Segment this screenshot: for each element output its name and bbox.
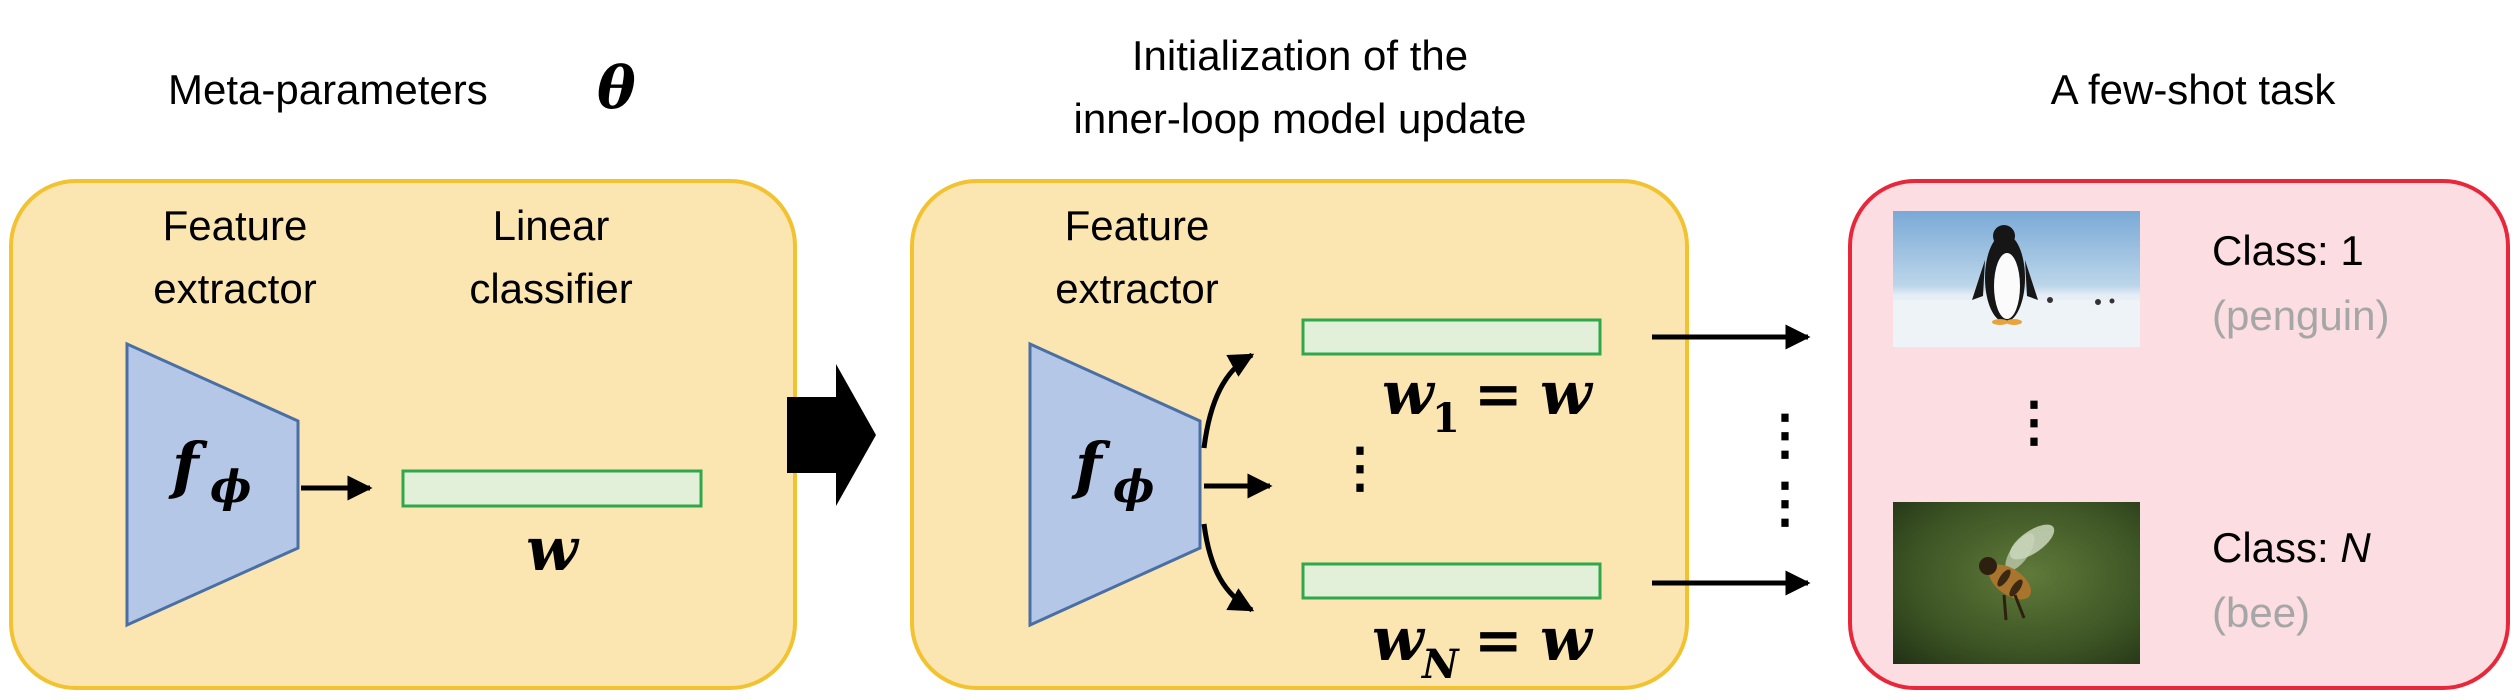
right-panel: A few-shot task [1848,66,2510,690]
class-bottom-value: N [2340,524,2371,571]
middle-panel-title-line1: Initialization of the [1132,32,1468,79]
linear-classifier-bar [401,469,703,508]
vertical-ellipsis-task: ⋮ [2007,389,2061,453]
feature-extractor-label-line1: Feature [1065,202,1210,249]
feature-extractor-label-line2: extractor [1055,265,1218,312]
class-top-name: (penguin) [2212,292,2389,339]
feature-extractor-label-line2: extractor [153,265,316,312]
eq-top-subscript: 1 [1432,395,1460,442]
eq-top-rhs: w [1540,359,1594,429]
classifier-bar-top [1301,318,1602,356]
penguin-photo-icon [1893,211,2140,347]
feature-extractor-trapezoid [1028,341,1202,628]
class-top-value: 1 [2340,227,2363,274]
linear-classifier-label-line1: Linear [493,202,610,249]
weight-symbol: w [526,515,580,585]
eq-bottom-weight: w [1372,605,1426,675]
classifier-bar-bottom [1301,562,1602,600]
vertical-ellipsis-middle: ⋮ [1333,435,1387,499]
bee-photo-icon [1893,502,2140,664]
branch-arrow-top [1201,352,1255,449]
class-bottom-prefix: Class: [2212,524,2340,571]
eq-bottom-subscript: N [1420,641,1460,688]
equation-wN: w N = w [1372,605,1594,688]
eq-bottom-sign: = [1474,606,1523,674]
class-bottom-label: Class: N [2212,524,2371,571]
linear-classifier-label-line2: classifier [469,265,632,312]
left-panel-title: Meta-parameters [168,66,488,113]
feature-extractor-label-line1: Feature [163,202,308,249]
class-top-prefix: Class: [2212,227,2340,274]
middle-panel-title-line2: inner-loop model update [1074,95,1527,142]
middle-panel: Initialization of the inner-loop model u… [910,32,1689,690]
vertical-ellipsis-connectors-bottom: ⋮ [1758,470,1812,534]
extractor-subscript: ϕ [210,462,251,513]
class-bottom-name: (bee) [2212,589,2310,636]
eq-top-weight: w [1382,359,1436,429]
vertical-ellipsis-connectors-top: ⋮ [1758,402,1812,466]
class-top-label: Class: 1 [2212,227,2364,274]
right-block-arrow-icon [787,364,876,506]
right-panel-title: A few-shot task [2051,66,2337,113]
left-panel: Meta-parameters θ Feature extractor Line… [9,54,797,690]
feature-extractor-trapezoid [125,341,300,628]
eq-top-sign: = [1474,360,1523,428]
extractor-subscript: ϕ [1113,462,1154,513]
branch-arrow-bottom [1201,523,1255,613]
equation-w1: w 1 = w [1382,359,1594,442]
theta-symbol: θ [597,54,636,122]
eq-bottom-rhs: w [1540,605,1594,675]
